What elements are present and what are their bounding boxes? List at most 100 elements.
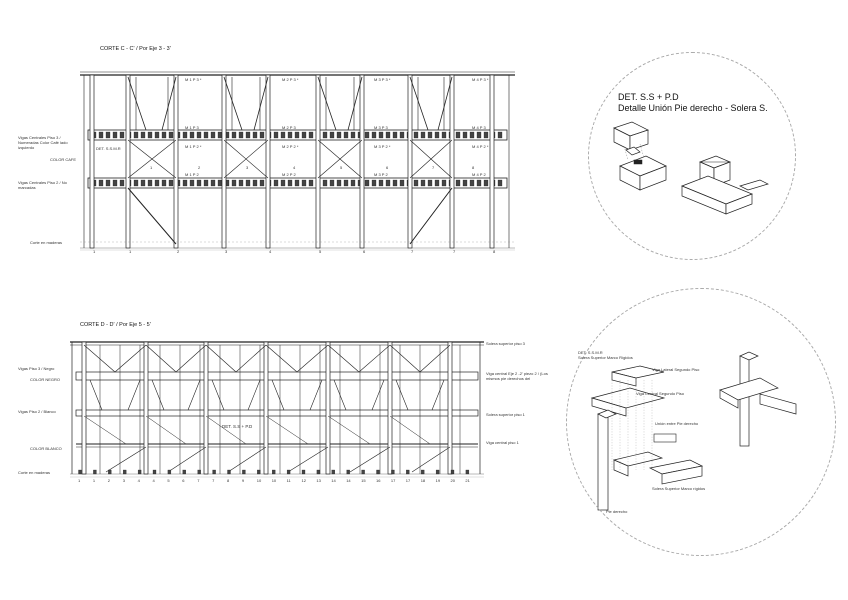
section-c-floor-block: [434, 179, 440, 187]
section-c-bay-number: 7: [432, 165, 435, 170]
section-d-axis-number: 7: [212, 478, 215, 483]
section-c-floor-block: [427, 179, 433, 187]
section-d-brace-ground: [227, 446, 267, 473]
section-d-axis-number: 10: [256, 478, 262, 483]
section-d-brace-upper: [145, 344, 177, 373]
section-d-axis-number: 19: [435, 478, 441, 483]
section-c-beam-tag-p2-upper: M 3 P 2 *: [374, 144, 391, 149]
section-c-floor-block: [98, 179, 104, 187]
section-c-floor-block: [147, 179, 153, 187]
section-d-foot-block: [123, 469, 127, 475]
section-c-bay-number: 8: [472, 165, 475, 170]
section-d-floor-band-1: [75, 409, 479, 417]
section-c-floor-block: [259, 131, 265, 139]
section-c-floor-block: [161, 179, 167, 187]
section-d-foot-block: [227, 469, 231, 475]
section-d-brace-upper: [175, 344, 207, 373]
section-c-floor-block: [238, 179, 244, 187]
section-c-floor-block: [399, 179, 405, 187]
section-d-label-color-negro: COLOR NEGRO: [30, 377, 61, 382]
section-c-axis-number: 6: [363, 249, 366, 254]
section-c-floor-block: [476, 131, 482, 139]
section-d-foot-block: [197, 469, 201, 475]
section-c-floor-block: [287, 131, 293, 139]
section-c-axis-number: 7: [453, 249, 456, 254]
section-c-brace-lower-left: [127, 187, 177, 245]
section-c-floor-block: [413, 179, 419, 187]
section-c-beam-tag-p3: M 2 P 3: [282, 125, 296, 130]
section-d-axis-number: 8: [227, 478, 230, 483]
section-c-floor-block: [322, 179, 328, 187]
section-d-brace-lower: [145, 415, 187, 445]
section-c-floor-block: [301, 131, 307, 139]
section-c-floor-block: [455, 179, 461, 187]
section-c-bay-number: 6: [386, 165, 389, 170]
section-d-axis-number: 12: [301, 478, 306, 483]
section-d-label-solera-p3: Solera superior piso 3: [486, 341, 525, 346]
section-d-label-vigas-piso3: Vigas Piso 3 / Negro: [18, 366, 55, 371]
section-d-foot-block: [361, 469, 365, 475]
section-c-label-corte: Corte en maderas: [30, 240, 63, 245]
section-d-foot-block: [272, 469, 276, 475]
section-c-floor-block: [231, 131, 237, 139]
section-c-floor-block: [322, 131, 328, 139]
section-d-foot-block: [93, 469, 97, 475]
section-c-beam-tag-p3: M 3 P 3: [374, 125, 388, 130]
section-d-foot-block: [301, 469, 306, 475]
section-d-axis-number: 6: [182, 478, 185, 483]
detail-2-title-line1: DET. S.S.M.R: [578, 350, 603, 355]
section-d-axis-number: 3: [122, 478, 125, 483]
section-c-brace-upper: [317, 76, 337, 131]
section-c-brace-mid: [127, 139, 177, 179]
section-c-floor-block: [189, 131, 195, 139]
section-d-brace-lower: [327, 415, 371, 445]
section-c-floor-block: [483, 131, 489, 139]
section-c-floor-block: [371, 131, 377, 139]
section-c-floor-block: [343, 131, 349, 139]
section-d-brace-mid: [333, 379, 347, 411]
section-d-foot-block: [316, 469, 321, 475]
section-c-floor-block: [469, 131, 475, 139]
section-c-floor-block: [392, 131, 398, 139]
section-c-floor-block: [182, 179, 188, 187]
section-c-floor-block: [336, 131, 342, 139]
section-c-floor-block: [455, 131, 461, 139]
section-c-floor-block: [147, 131, 153, 139]
section-d-brace-lower: [205, 415, 247, 445]
section-d-brace-upper: [389, 344, 421, 373]
section-d-brace-upper: [265, 344, 298, 373]
section-d-brace-upper: [358, 344, 391, 373]
section-c-floor-block: [210, 179, 216, 187]
section-d-brace-ground: [167, 446, 207, 473]
section-c-label-vigas-piso3: Vigas Centrales Piso 3 / Numeradas Color…: [18, 135, 68, 150]
section-c-label-det-ssmr: DET. S.S.M.R: [96, 146, 121, 151]
section-c-beam-tag-p2: M 1 P 2: [185, 172, 199, 177]
section-d-brace-upper: [114, 344, 147, 373]
section-c-beam-tag-p2: M 2 P 2: [282, 172, 296, 177]
detail-2-title-line2: Solera Superior Marco Rígidos: [578, 355, 633, 360]
section-d-axis-number: 10: [271, 478, 277, 483]
section-d-axis-number: 1: [92, 478, 96, 483]
section-d-foot-block: [212, 469, 216, 475]
section-d-foot-block: [137, 469, 142, 475]
section-c-floor-block: [140, 131, 146, 139]
section-c-floor-block: [252, 131, 258, 139]
section-c-floor-block: [441, 131, 447, 139]
section-d-foot-block: [152, 469, 157, 475]
section-c-floor-block: [273, 179, 279, 187]
section-c-floor-block: [112, 179, 118, 187]
section-c-beam-tag-p2-upper: M 2 P 2 *: [282, 144, 299, 149]
section-d-brace-mid: [211, 379, 225, 411]
section-c-label-color-cafe: COLOR CAFE: [50, 157, 77, 162]
section-c-floor-block: [497, 179, 503, 187]
section-c-beam-tag-top: M 2 P 3 *: [282, 77, 299, 82]
section-d-brace-mid: [151, 379, 165, 411]
section-c-column-3: [173, 74, 179, 249]
section-d-main-column-6: [387, 341, 393, 475]
section-d-foot-block: [167, 469, 172, 475]
section-c-column-6: [315, 74, 321, 249]
section-d-axis-number: 21: [465, 478, 470, 483]
section-c-axis-number: 5: [319, 249, 322, 254]
section-c-floor-block: [105, 131, 111, 139]
